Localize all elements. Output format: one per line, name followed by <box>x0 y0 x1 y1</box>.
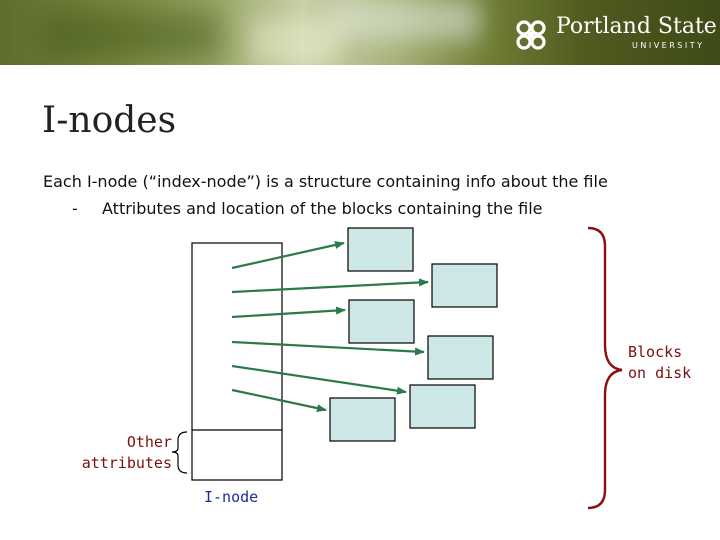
blocks-on-disk-text: Blocks on disk <box>628 342 694 384</box>
disk-block <box>428 336 493 379</box>
inode-box <box>192 243 282 480</box>
disk-block <box>330 398 395 441</box>
disk-block <box>349 300 414 343</box>
other-attributes-label: Other attributes <box>80 432 172 474</box>
disk-block <box>410 385 475 428</box>
other-attributes-text: Other attributes <box>80 432 172 474</box>
blocks-bracket <box>588 228 622 508</box>
other-attributes-brace <box>172 432 187 473</box>
inode-label: I-node <box>204 487 258 508</box>
disk-block <box>348 228 413 271</box>
blocks-on-disk-label: Blocks on disk <box>628 342 698 384</box>
disk-block <box>432 264 497 307</box>
